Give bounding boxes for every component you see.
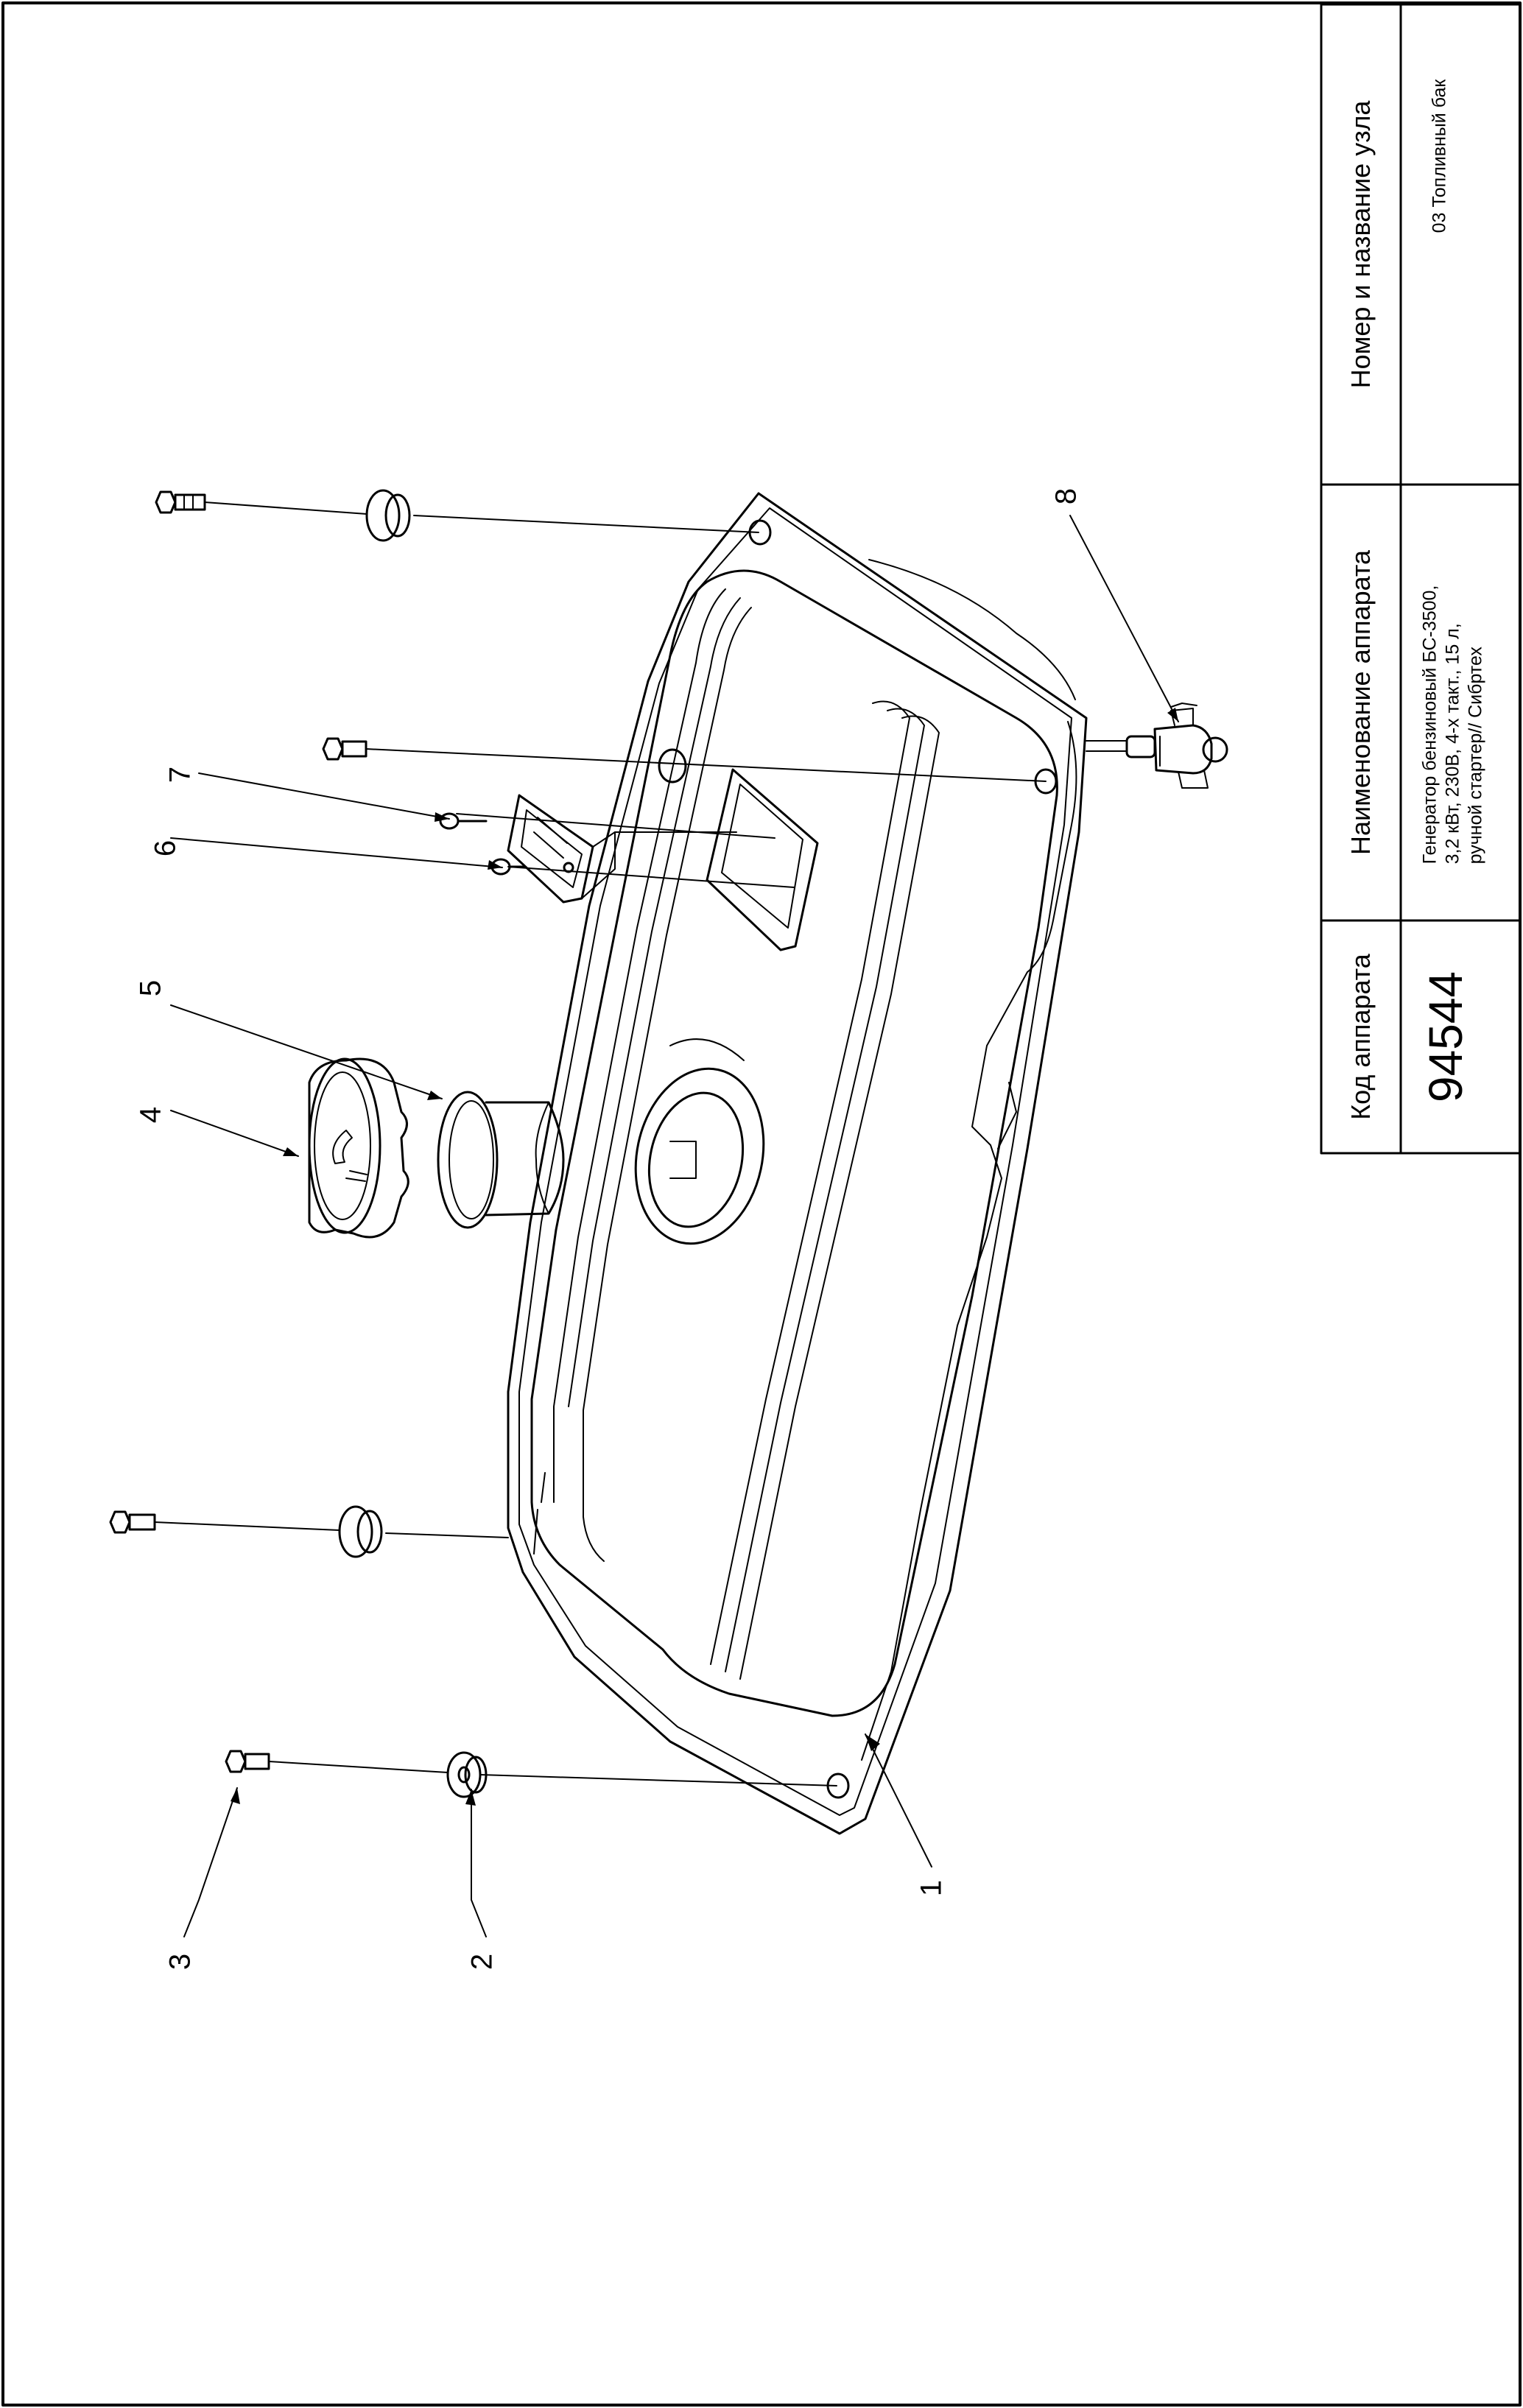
unit-header: Номер и название узла — [1346, 100, 1376, 389]
device-header-cell: Наименование аппарата — [1321, 485, 1401, 920]
device-code: 94544 — [1419, 971, 1472, 1102]
device-name-line-1: Генератор бензиновый БС-3500, — [1419, 585, 1441, 865]
bolt-lower — [109, 1510, 156, 1534]
assembly-lines — [154, 501, 1047, 1786]
callout-8: 8 — [1049, 487, 1083, 505]
fuel-gauge — [507, 794, 737, 904]
code-header: Код аппарата — [1346, 954, 1376, 1120]
callout-7: 7 — [163, 766, 197, 784]
device-name-line-2: 3,2 кВт, 230В, 4-х такт., 15 л, — [1442, 623, 1463, 865]
filler-strainer — [437, 1091, 565, 1229]
callout-4: 4 — [134, 1106, 167, 1124]
callout-5: 5 — [134, 979, 167, 997]
device-header: Наименование аппарата — [1346, 550, 1376, 855]
bolt-middle — [322, 737, 367, 761]
grommet-middle — [338, 1505, 383, 1558]
callout-2: 2 — [465, 1953, 499, 1971]
callout-3: 3 — [163, 1953, 197, 1971]
fuel-tank — [507, 492, 1088, 1835]
device-value-cell: Генератор бензиновый БС-3500, 3,2 кВт, 2… — [1401, 485, 1520, 920]
unit-value-cell: 03 Топливный бак — [1401, 4, 1520, 485]
leader-lines — [170, 515, 1179, 1937]
rubber-grommets — [338, 489, 488, 1798]
fuel-cap — [308, 1057, 409, 1239]
code-value-cell: 94544 — [1401, 920, 1520, 1153]
callout-1: 1 — [915, 1879, 948, 1897]
bolt-top — [155, 490, 206, 514]
arrowheads — [231, 708, 1178, 1806]
fuel-valve — [1086, 703, 1228, 789]
title-block: Номер и название узла Наименование аппар… — [1321, 4, 1520, 1153]
device-name-line-3: ручной стартер// Сибртех — [1465, 647, 1486, 865]
unit-value: 03 Топливный бак — [1429, 79, 1450, 233]
device-name: Генератор бензиновый БС-3500, 3,2 кВт, 2… — [1419, 585, 1488, 865]
grommet-top — [365, 489, 411, 542]
unit-header-cell: Номер и название узла — [1321, 4, 1401, 485]
code-header-cell: Код аппарата — [1321, 920, 1401, 1153]
title-block-frame — [1320, 3, 1522, 1155]
callout-6: 6 — [149, 839, 182, 857]
bolt-bottom — [225, 1750, 270, 1773]
